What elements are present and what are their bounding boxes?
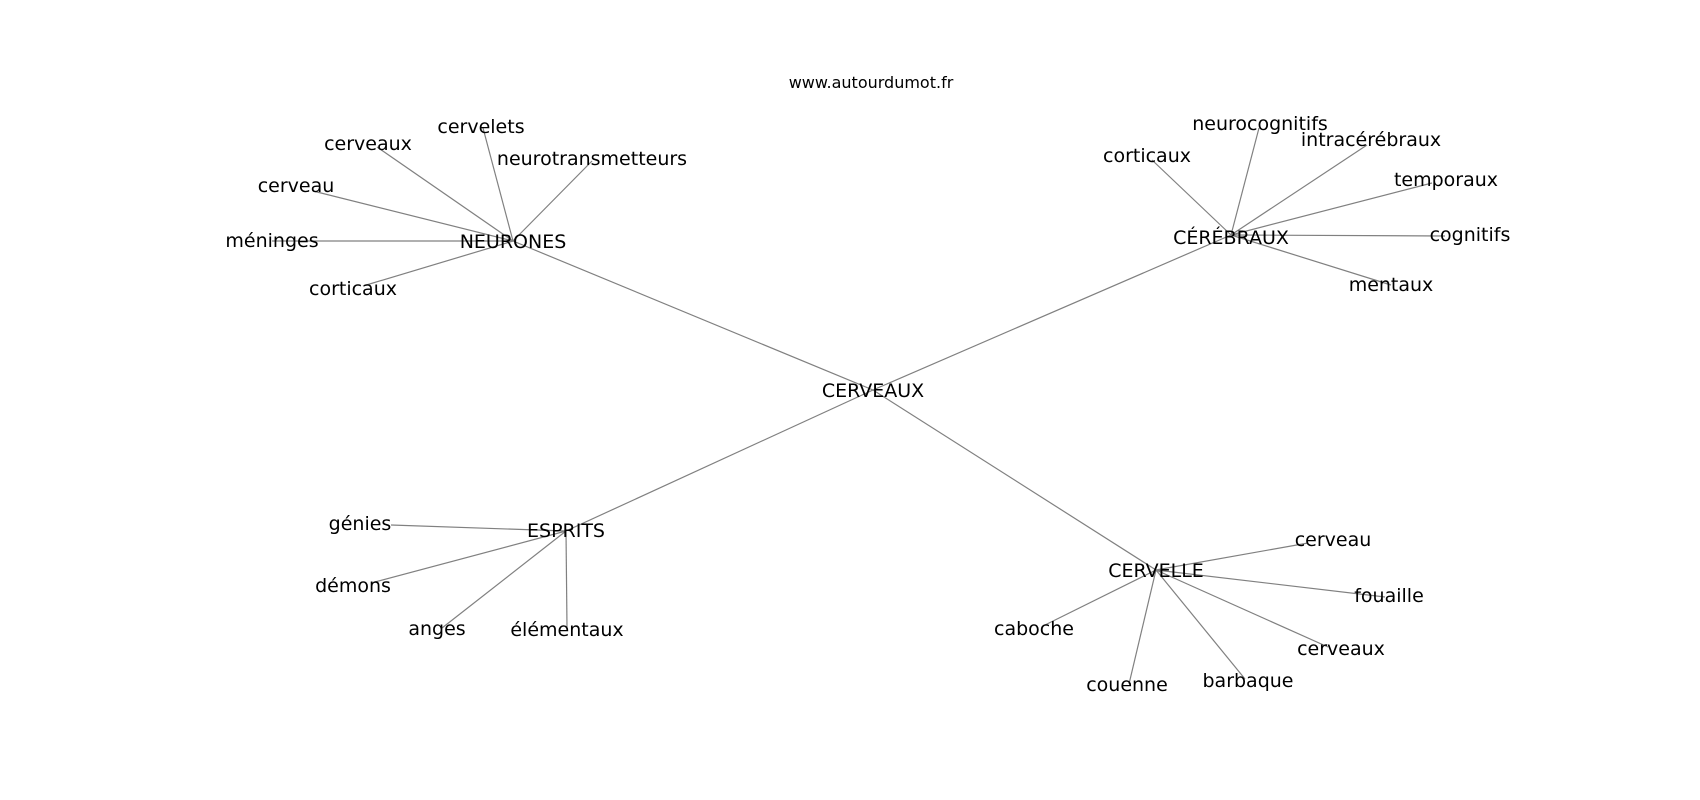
edge-hub-to-leaf — [1128, 569, 1157, 685]
edge-center-to-hub — [512, 240, 874, 391]
edge-hub-to-leaf — [441, 530, 567, 629]
leaf-node[interactable]: neurocognitifs — [1192, 113, 1328, 135]
edge-hub-to-leaf — [1230, 182, 1433, 236]
watermark-text: www.autourdumot.fr — [789, 73, 954, 92]
hub-node[interactable]: CERVELLE — [1108, 560, 1204, 582]
leaf-node[interactable]: cerveaux — [324, 133, 412, 155]
leaf-node[interactable]: corticaux — [309, 278, 397, 300]
edge-hub-to-leaf — [312, 190, 514, 242]
edge-hub-to-leaf — [1155, 569, 1329, 648]
hub-node[interactable]: NEURONES — [460, 231, 567, 253]
leaf-node[interactable]: fouaille — [1354, 585, 1424, 607]
leaf-node[interactable]: cerveau — [258, 175, 335, 197]
leaf-node[interactable]: couenne — [1086, 674, 1168, 696]
edge-hub-to-leaf — [482, 127, 514, 242]
leaf-node[interactable]: cognitifs — [1430, 224, 1511, 246]
hub-node[interactable]: ESPRITS — [527, 520, 605, 542]
edge-hub-to-leaf — [1155, 569, 1386, 598]
edge-hub-to-leaf — [1230, 144, 1368, 236]
edge-hub-to-leaf — [390, 524, 567, 532]
edge-hub-to-leaf — [376, 146, 514, 242]
leaf-node[interactable]: barbaque — [1202, 670, 1293, 692]
edge-hub-to-leaf — [512, 160, 593, 242]
edge-hub-to-leaf — [370, 530, 567, 584]
leaf-node[interactable]: cerveau — [1295, 529, 1372, 551]
edge-hub-to-leaf — [1230, 127, 1260, 236]
center-node[interactable]: CERVEAUX — [822, 380, 924, 402]
leaf-node[interactable]: corticaux — [1103, 145, 1191, 167]
graph-labels: www.autourdumot.fr CERVEAUX NEURONES cerv… — [225, 73, 1510, 696]
leaf-node[interactable]: temporaux — [1394, 169, 1498, 191]
edge-hub-to-leaf — [1230, 234, 1446, 237]
leaf-node[interactable]: neurotransmetteurs — [497, 148, 687, 170]
edge-center-to-hub — [565, 389, 874, 532]
edge-hub-to-leaf — [1155, 569, 1246, 680]
leaf-node[interactable]: élémentaux — [510, 619, 623, 641]
leaf-node[interactable]: mentaux — [1349, 274, 1434, 296]
leaf-node[interactable]: cervelets — [437, 116, 524, 138]
edge-hub-to-leaf — [1151, 159, 1232, 236]
hub-node[interactable]: CÉRÉBRAUX — [1173, 226, 1289, 249]
leaf-node[interactable]: intracérébraux — [1301, 129, 1441, 151]
leaf-node[interactable]: méninges — [225, 230, 318, 252]
leaf-node[interactable]: génies — [329, 513, 392, 535]
leaf-node[interactable]: démons — [315, 575, 391, 597]
edge-hub-to-leaf — [1155, 542, 1309, 571]
edge-hub-to-leaf — [1044, 569, 1157, 626]
graph-edges — [272, 127, 1446, 685]
edge-hub-to-leaf — [1230, 234, 1392, 286]
leaf-node[interactable]: caboche — [994, 618, 1074, 640]
edge-center-to-hub — [872, 389, 1157, 571]
edge-hub-to-leaf — [362, 240, 514, 287]
edge-hub-to-leaf — [565, 530, 568, 629]
edge-center-to-hub — [872, 234, 1232, 391]
leaf-node[interactable]: cerveaux — [1297, 638, 1385, 660]
leaf-node[interactable]: anges — [408, 618, 465, 640]
